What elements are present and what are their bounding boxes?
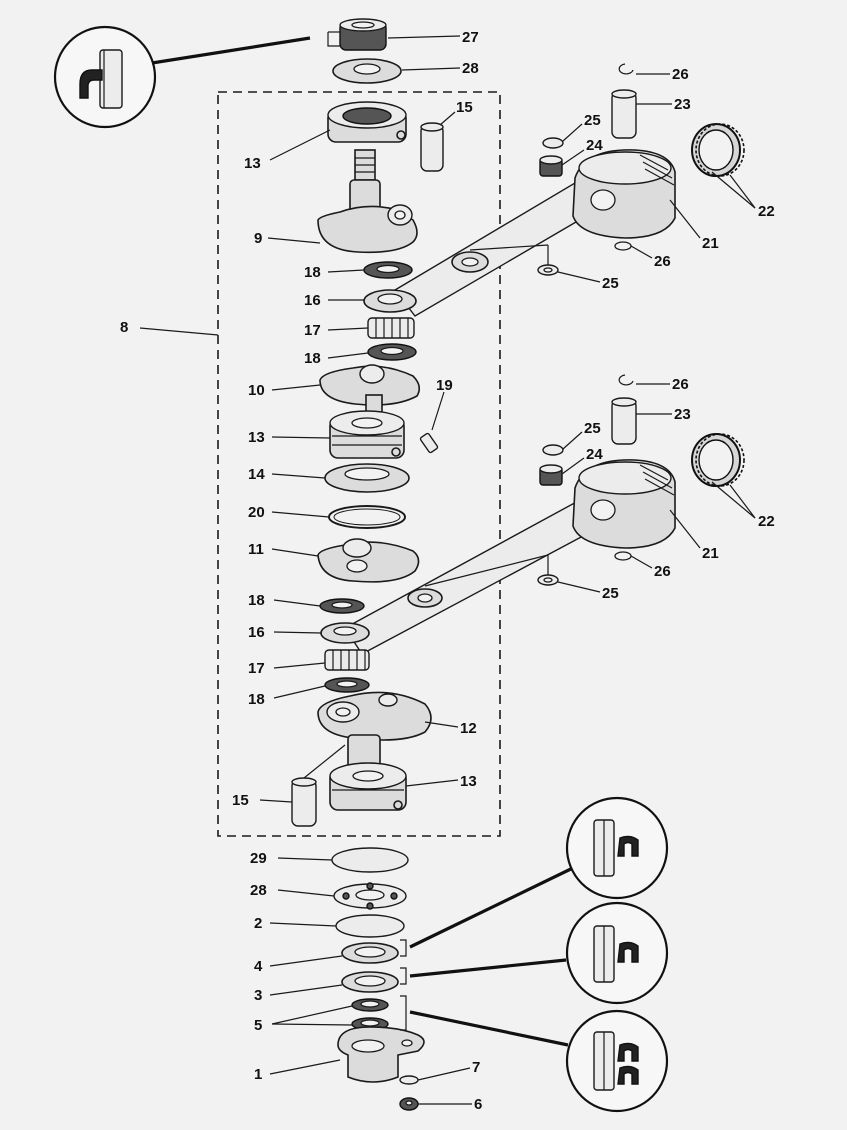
thrust-washer-18-b [367, 343, 417, 361]
callout-16: 16 [248, 624, 265, 641]
callout-18: 18 [248, 592, 265, 609]
crank-web-12 [317, 691, 432, 770]
callout-15: 15 [456, 99, 473, 116]
needle-bearing-17-a [367, 317, 415, 339]
callout-18: 18 [304, 264, 321, 281]
callout-21: 21 [702, 235, 719, 252]
leader-lines [139, 35, 756, 1105]
callout-28: 28 [462, 60, 479, 77]
callout-17: 17 [248, 660, 265, 677]
callout-27: 27 [462, 29, 479, 46]
dowel-pin-15-bottom [291, 777, 317, 827]
callout-10: 10 [248, 382, 265, 399]
callout-15: 15 [232, 792, 249, 809]
callout-labels: 27 28 13 15 9 18 16 8 17 18 10 19 13 14 … [120, 29, 775, 1113]
seal-install-icon [53, 25, 311, 129]
callout-9: 9 [254, 230, 262, 247]
callout-13: 13 [460, 773, 477, 790]
callout-7: 7 [472, 1059, 480, 1076]
callout-12: 12 [460, 720, 477, 737]
needle-bearing-17-b [324, 649, 370, 671]
bolt-6 [399, 1097, 419, 1111]
callout-23: 23 [674, 406, 691, 423]
callout-5: 5 [254, 1017, 262, 1034]
callout-29: 29 [250, 850, 267, 867]
callout-18: 18 [248, 691, 265, 708]
connecting-rod-upper [393, 179, 602, 317]
callout-20: 20 [248, 504, 265, 521]
callout-24: 24 [586, 137, 603, 154]
crank-web-10 [319, 364, 421, 422]
callout-13: 13 [248, 429, 265, 446]
double-seal-install-icon [565, 1009, 669, 1113]
main-bearing-13-top [327, 101, 407, 143]
rod-big-end-16-b [320, 622, 370, 644]
callout-11: 11 [248, 541, 264, 558]
dowel-pin-15-top [420, 122, 444, 172]
callout-22: 22 [758, 513, 775, 530]
callout-6: 6 [474, 1096, 482, 1113]
callout-2: 2 [254, 915, 262, 932]
piston-assembly-upper [537, 63, 745, 276]
thrust-washer-18-d [324, 677, 370, 693]
plate-2 [335, 914, 405, 938]
snap-ring-20 [328, 505, 406, 529]
lower-housing-1 [337, 1026, 425, 1083]
oil-seal-27 [339, 18, 387, 51]
callout-28: 28 [250, 882, 267, 899]
gasket-29 [331, 847, 409, 873]
callout-1: 1 [254, 1066, 262, 1083]
callout-25: 25 [584, 112, 601, 129]
callout-13: 13 [244, 155, 261, 172]
thrust-washer-18-c [319, 598, 365, 614]
callout-21: 21 [702, 545, 719, 562]
callout-19: 19 [436, 377, 453, 394]
callout-17: 17 [304, 322, 321, 339]
crank-web-11 [317, 538, 420, 583]
washer-7 [399, 1075, 419, 1085]
seal-install-icon [565, 796, 669, 900]
thrust-washer-18-a [363, 261, 413, 279]
main-bearing-13-middle [329, 410, 405, 459]
callout-18: 18 [304, 350, 321, 367]
oil-seal-4 [341, 942, 399, 964]
rod-big-end-16-a [363, 289, 417, 313]
callout-22: 22 [758, 203, 775, 220]
callout-16: 16 [304, 292, 321, 309]
callout-25: 25 [602, 585, 619, 602]
callout-24: 24 [586, 446, 603, 463]
crank-web-9 [317, 149, 418, 254]
oil-seal-5 [351, 998, 389, 1031]
callout-25: 25 [602, 275, 619, 292]
callout-26: 26 [672, 376, 689, 393]
callout-8: 8 [120, 319, 128, 336]
seal-install-icon [565, 901, 669, 1005]
main-bearing-13-bottom [329, 762, 407, 811]
callout-26: 26 [654, 253, 671, 270]
callout-3: 3 [254, 987, 262, 1004]
piston-assembly-lower [537, 374, 745, 586]
crankshaft-assembly-boundary [217, 91, 501, 837]
woodruff-key-19 [419, 432, 439, 454]
callout-26: 26 [672, 66, 689, 83]
callout-14: 14 [248, 466, 265, 483]
oil-seal-3 [341, 971, 399, 993]
washer-28-top [332, 58, 402, 84]
washer-28-bottom [333, 882, 407, 910]
callout-4: 4 [254, 958, 263, 975]
callout-25: 25 [584, 420, 601, 437]
callout-26: 26 [654, 563, 671, 580]
bearing-ring-14 [324, 463, 410, 493]
callout-23: 23 [674, 96, 691, 113]
